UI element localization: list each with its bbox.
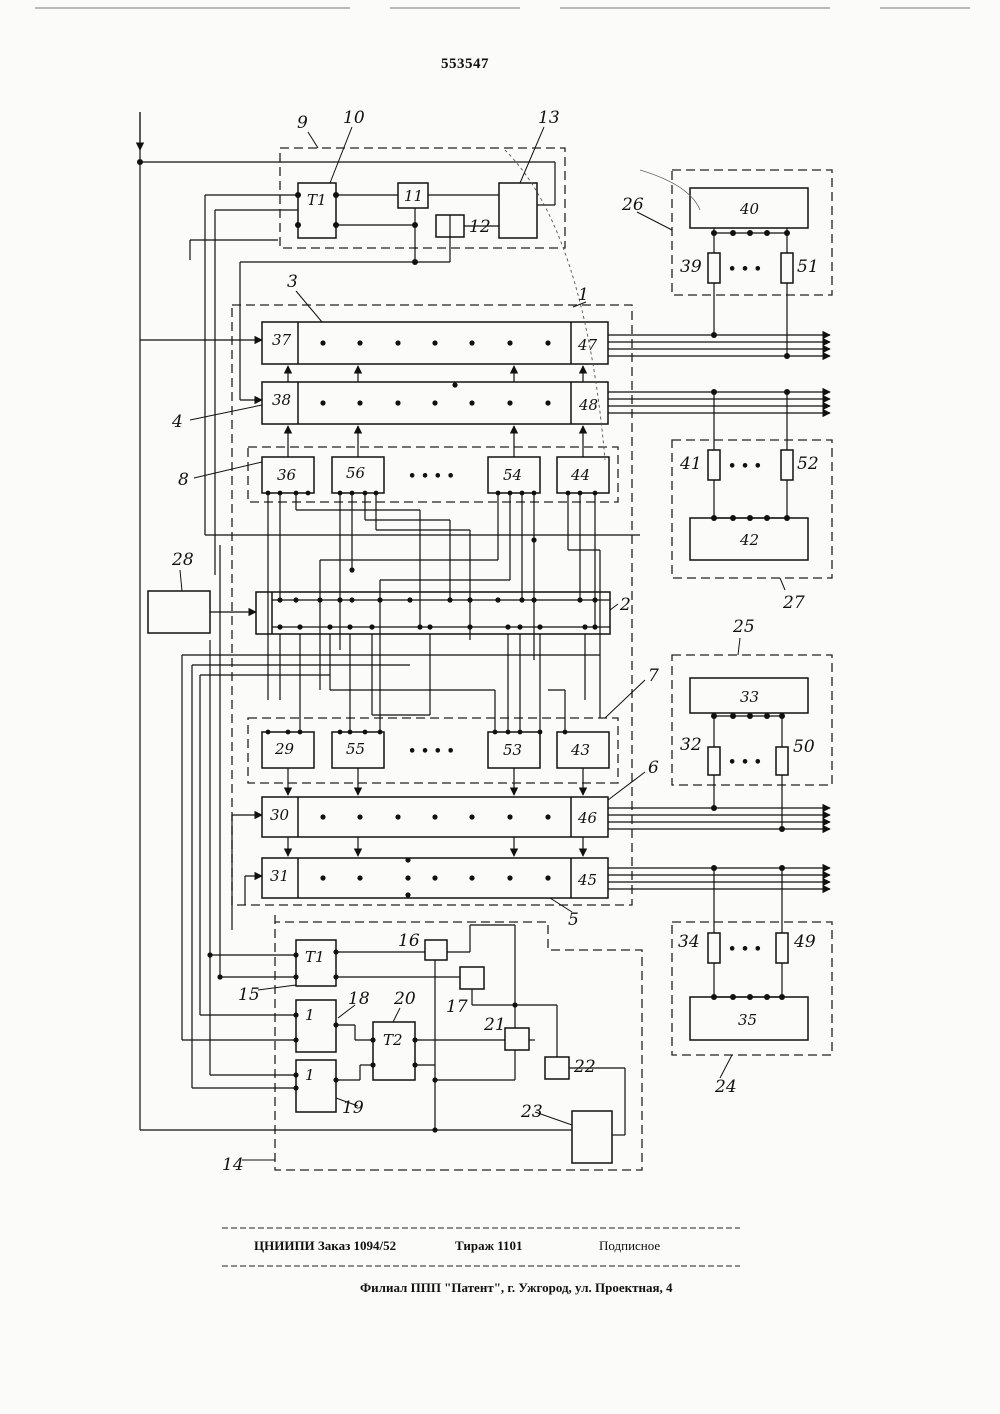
patent-page: 553547 (0, 0, 1000, 1414)
imprint-rules (0, 0, 1000, 1414)
